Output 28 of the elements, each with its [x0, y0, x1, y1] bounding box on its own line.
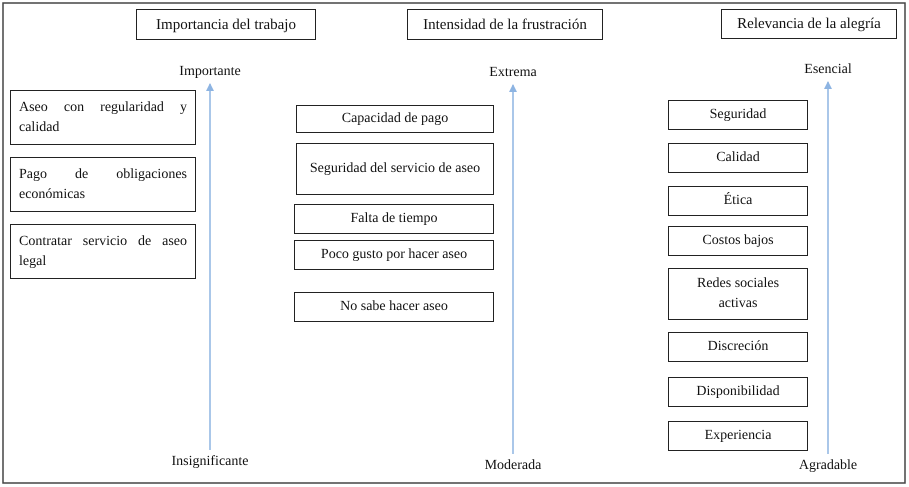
axis-label: Agradable: [788, 456, 868, 476]
arrow: [824, 81, 832, 454]
text-box: Contratar servicio de aseo legal: [10, 224, 196, 279]
text-box: Calidad: [668, 143, 808, 173]
heading-box: Relevancia de la alegría: [721, 9, 897, 39]
axis-label: Moderada: [463, 456, 563, 476]
axis-label: Esencial: [788, 60, 868, 80]
text-box: Experiencia: [668, 421, 808, 451]
heading-box: Intensidad de la frustración: [407, 9, 603, 40]
text-box: Falta de tiempo: [294, 204, 494, 234]
axis-label: Importante: [170, 62, 250, 82]
text-box: Pago de obligaciones económicas: [10, 157, 196, 212]
arrow: [509, 84, 517, 454]
axis-label: Extrema: [473, 63, 553, 83]
text-box: Redes sociales activas: [668, 268, 808, 320]
text-box: Aseo con regularidad y calidad: [10, 90, 196, 145]
arrow: [206, 83, 214, 450]
text-box: Discreción: [668, 332, 808, 362]
text-box: Capacidad de pago: [296, 105, 494, 133]
heading-box: Importancia del trabajo: [136, 9, 316, 40]
text-box: Seguridad: [668, 100, 808, 130]
text-box: Ética: [668, 186, 808, 216]
text-box: Poco gusto por hacer aseo: [294, 240, 494, 270]
text-box: Costos bajos: [668, 226, 808, 256]
axis-label: Insignificante: [160, 452, 260, 472]
text-box: No sabe hacer aseo: [294, 292, 494, 322]
text-box: Seguridad del servicio de aseo: [296, 143, 494, 195]
text-box: Disponibilidad: [668, 377, 808, 407]
